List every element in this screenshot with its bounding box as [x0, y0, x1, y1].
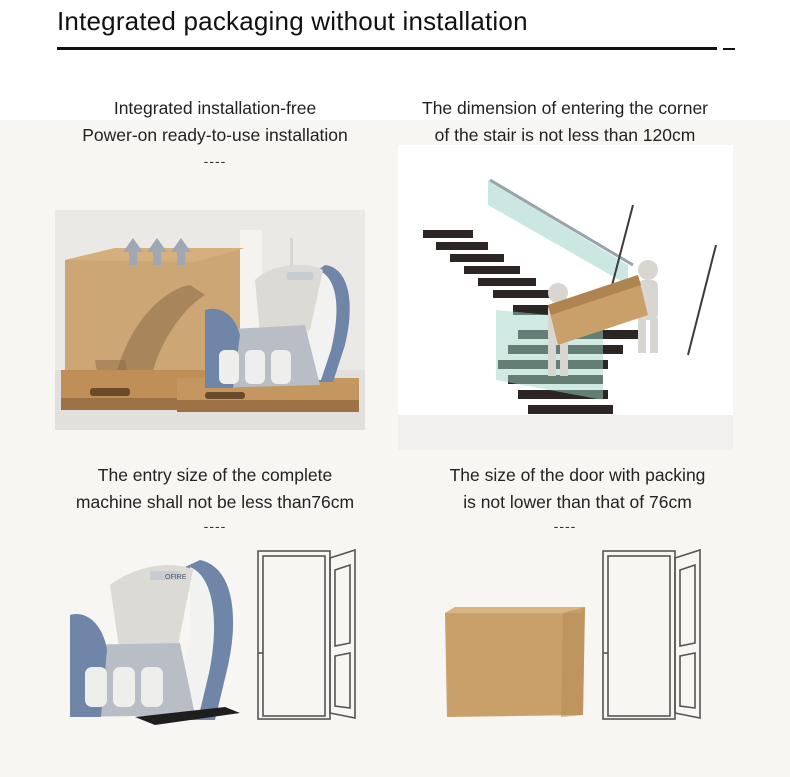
panel-3-caption: The entry size of the complete machine s…	[40, 462, 390, 516]
panel-2-caption-line1: The dimension of entering the corner	[422, 98, 708, 118]
panel-3-caption-line1: The entry size of the complete	[97, 465, 333, 485]
panel-1-caption-line2: Power-on ready-to-use installation	[82, 125, 348, 145]
panel-2-caption: The dimension of entering the corner of …	[390, 95, 740, 149]
box-with-chair	[61, 248, 246, 410]
up-arrows-icon	[123, 238, 191, 265]
packaged-chair-illustration	[55, 210, 365, 430]
page-title: Integrated packaging without installatio…	[57, 6, 528, 36]
panel-4-divider: ----	[553, 518, 577, 534]
title-underline-tail	[723, 48, 735, 50]
panel-1-caption-line1: Integrated installation-free	[113, 98, 317, 118]
panel-1-divider: ----	[203, 153, 227, 169]
title-underline	[57, 47, 717, 50]
staircase-illustration	[398, 145, 733, 450]
massage-chair-illustration: OFIRE	[70, 560, 240, 725]
brand-badge: OFIRE	[165, 574, 187, 581]
panel-4-caption: The size of the door with packing is not…	[395, 462, 760, 516]
panel-1-caption: Integrated installation-free Power-on re…	[40, 95, 390, 149]
cardboard-box-illustration	[445, 607, 585, 717]
panel-2-caption-line2: of the stair is not less than 120cm	[434, 125, 696, 145]
massage-chair-on-tray	[177, 264, 359, 412]
panel-4-caption-line1: The size of the door with packing	[449, 465, 706, 485]
door-outline-icon-2	[602, 548, 701, 720]
panel-3-caption-line2: machine shall not be less than76cm	[75, 492, 355, 512]
panel-4-caption-line2: is not lower than that of 76cm	[463, 492, 692, 512]
carrying-figures	[548, 260, 658, 376]
panel-3-divider: ----	[203, 518, 227, 534]
door-outline-icon	[257, 548, 356, 720]
